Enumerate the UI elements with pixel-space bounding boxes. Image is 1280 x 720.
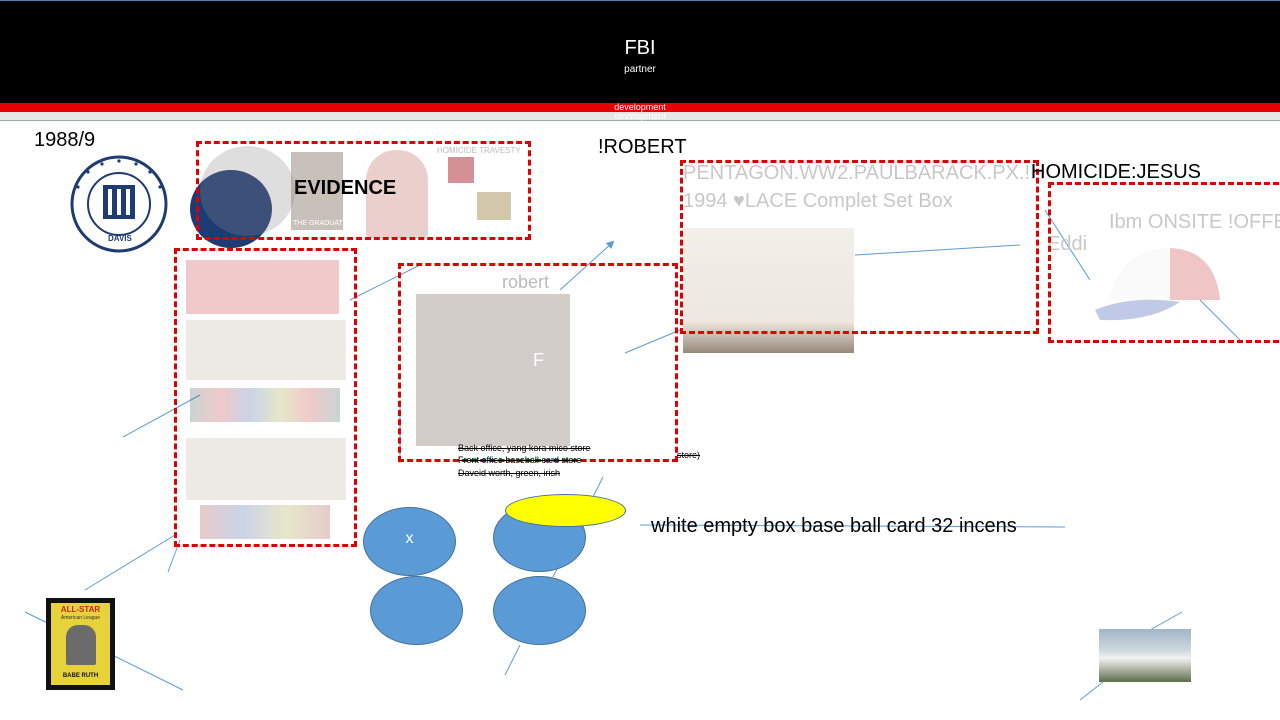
yellow-ellipse: [505, 494, 626, 527]
connector-line: [559, 240, 615, 291]
ellipse-shape: [370, 576, 463, 645]
card-sub-label: American League: [60, 615, 101, 621]
robert-photo-image: [416, 294, 570, 446]
robert-frame: [398, 263, 678, 462]
graduate-seal-icon: [190, 170, 272, 248]
faint-seal-image: [200, 146, 295, 236]
university-seal-icon: [70, 155, 168, 253]
baseball-cap-icon: [1095, 248, 1220, 321]
note-daveid: Daveid worth, green, irish: [458, 468, 561, 478]
robert-heading: !ROBERT: [598, 136, 687, 158]
connector-line: [854, 244, 1021, 256]
homicide-small-label: HOMICIDE TRAVESTY: [437, 146, 521, 155]
connector-line: [504, 644, 521, 676]
evidence-label: EVIDENCE: [294, 177, 397, 199]
graduate-poster-image: [291, 152, 343, 230]
photo-letter-label: F: [533, 350, 544, 370]
banner-title: FBI: [624, 37, 656, 59]
connector-line: [122, 394, 201, 438]
ibm-label: Ibm ONSITE !OFFE: [1109, 211, 1280, 233]
card-top-label: ALL-STAR: [60, 605, 101, 614]
ibm-frame: [1048, 182, 1280, 343]
building-photo-image: [1099, 629, 1191, 682]
ellipse-shape: [493, 576, 586, 645]
eddi-label: Eddi: [1047, 233, 1088, 255]
date-label: 1988/9: [34, 129, 96, 151]
set-box-label: 1994 ♥LACE Complet Set Box: [683, 190, 953, 212]
gray-strip: [0, 112, 1280, 121]
flag-image: [448, 157, 474, 183]
connector-line: [639, 524, 1066, 528]
note-back-office: Back office, yang kora mico store: [458, 443, 591, 453]
banner-subtitle: partner: [624, 64, 656, 75]
card-box-frame: [174, 248, 357, 547]
connector-line: [1199, 299, 1241, 341]
robert-faint-label: robert: [502, 272, 550, 292]
note-tail: store): [677, 450, 701, 460]
babe-ruth-card: ALL-STAR American League BABE RUTH: [46, 598, 115, 690]
card-box-stack-image: [180, 255, 350, 540]
seal-city-label: DAVIS: [108, 234, 132, 243]
gray-strip-label: development: [614, 111, 666, 121]
homicide-heading: HOMICIDE:JESUS: [1031, 161, 1202, 183]
pentagon-frame: [680, 160, 1039, 334]
woman-portrait-image: [366, 150, 428, 238]
title-banner: [0, 0, 1280, 103]
pentagon-label: PENTAGON.WW2.PAULBARACK.PX.!H: [683, 162, 1045, 184]
red-strip-label: development: [614, 102, 666, 112]
card-name-label: BABE RUTH: [62, 673, 99, 679]
connector-line: [84, 534, 176, 591]
connector-line: [349, 264, 421, 301]
red-strip: [0, 103, 1280, 112]
evidence-frame: [196, 141, 531, 240]
note-front-office: Front office baseball card store: [458, 455, 582, 465]
ellipse-x-label: x: [405, 530, 414, 547]
connector-line: [624, 329, 681, 354]
food-photo-image: [477, 192, 511, 220]
connector-line: [1044, 209, 1091, 281]
ellipse-x: [363, 507, 456, 576]
connector-line: [1149, 611, 1183, 631]
white-box-caption: white empty box base ball card 32 incens: [651, 515, 1017, 537]
graduate-poster-caption: THE GRADUATE: [293, 220, 348, 227]
